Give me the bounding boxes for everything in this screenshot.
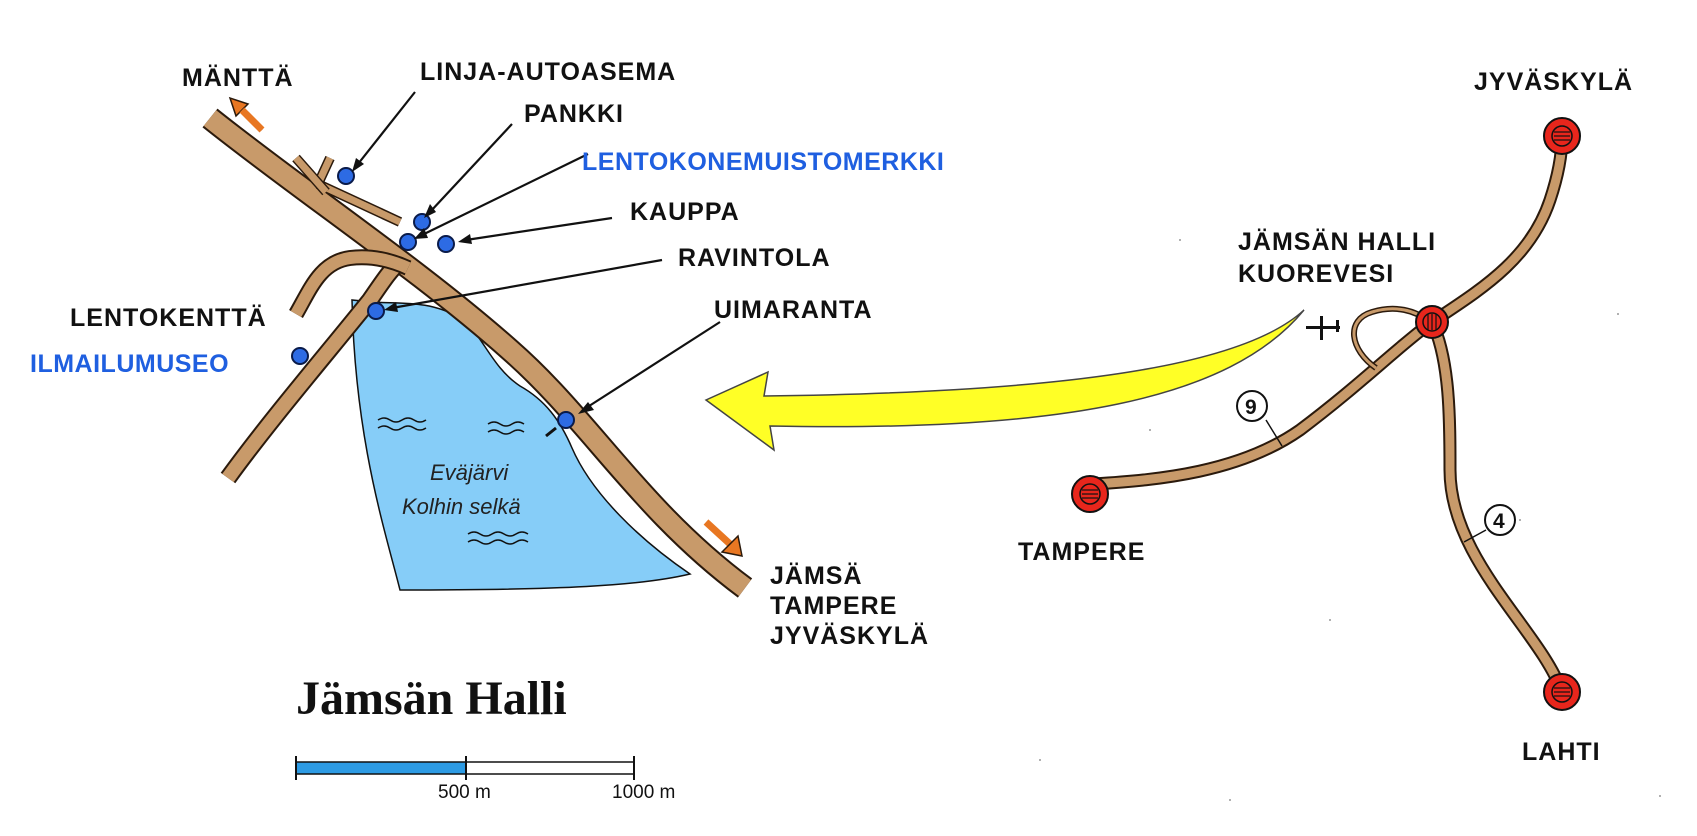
direction-arrow-icon [703,519,743,557]
label-pointers [352,91,721,414]
city-marker-lahti[interactable] [1543,673,1581,711]
poi-ilmailumuseo[interactable] [291,347,309,365]
poi-uimaranta[interactable] [557,411,575,429]
label-destination-tampere: TAMPERE [770,592,897,620]
label-destination-jyvaskyla: JYVÄSKYLÄ [770,622,929,650]
label-lentokentta: LENTOKENTTÄ [70,304,267,332]
label-tampere: TAMPERE [1018,538,1145,566]
lake-name-line2: Kolhin selkä [402,494,521,519]
map-speckles [1039,239,1661,801]
label-lentokonemuistomerkki: LENTOKONEMUISTOMERKKI [582,148,944,176]
map-title: Jämsän Halli [296,672,567,725]
label-jyvaskyla: JYVÄSKYLÄ [1474,68,1633,96]
poi-pankki[interactable] [413,213,431,231]
label-kuorevesi: KUOREVESI [1238,260,1394,288]
city-marker-jamsan-halli[interactable] [1415,305,1449,339]
poi-kauppa[interactable] [437,235,455,253]
scale-label-1000: 1000 m [612,782,675,803]
lake-name-line1: Eväjärvi [430,460,509,485]
svg-text:4: 4 [1493,510,1505,533]
water-wave-icon [377,417,529,545]
label-ilmailumuseo: ILMAILUMUSEO [30,350,229,378]
label-destination-jamsa: JÄMSÄ [770,562,863,590]
lake-evajarvi [351,299,692,591]
inset-road-9 [1093,316,1436,491]
main-road [202,108,753,598]
direction-arrow-icon [228,96,265,133]
label-jamsan-halli: JÄMSÄN HALLI [1238,228,1436,256]
label-ravintola: RAVINTOLA [678,244,831,272]
label-mantta: MÄNTTÄ [182,64,294,92]
airplane-icon [1306,316,1340,340]
label-uimaranta: UIMARANTA [714,296,873,324]
road-shield-4: 4 [1463,504,1516,543]
label-pankki: PANKKI [524,100,624,128]
scale-bar [295,756,635,780]
poi-ravintola[interactable] [367,302,385,320]
label-lahti: LAHTI [1522,738,1601,766]
inset-road-jyvaskyla [1428,135,1569,328]
road-shield-9: 9 [1236,390,1283,447]
swimmer-icon [545,426,557,438]
city-marker-jyvaskyla[interactable] [1543,117,1581,155]
poi-linja-autoasema[interactable] [337,167,355,185]
scale-label-500: 500 m [438,782,491,803]
city-marker-tampere[interactable] [1071,475,1109,513]
label-linja-autoasema: LINJA-AUTOASEMA [420,58,676,86]
label-kauppa: KAUPPA [630,198,740,226]
inset-airport-road [1351,305,1432,371]
inset-pointer-arrow-body [704,309,1305,452]
side-road-lentokentta [220,249,412,484]
inset-road-4 [1426,319,1569,695]
svg-text:9: 9 [1245,396,1257,419]
poi-lentokonemuistomerkki[interactable] [399,233,417,251]
side-road-station [292,154,403,227]
